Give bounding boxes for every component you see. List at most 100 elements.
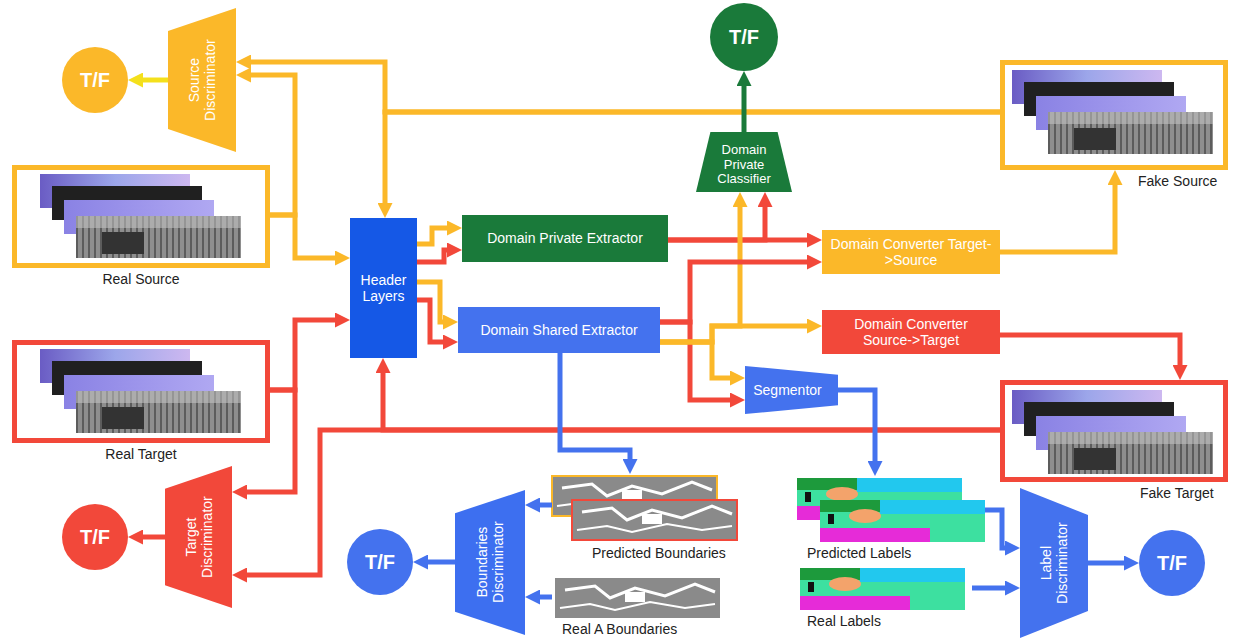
flow-arrow	[421, 560, 455, 565]
block-label: Domain Converter Target->Source	[828, 236, 994, 268]
circle-shape	[62, 504, 128, 570]
predicted-label-image	[820, 500, 985, 542]
discriminator-trapezoid: Boundaries Discriminator	[455, 490, 525, 635]
process-box: Domain Converter Target->Source	[822, 230, 1000, 274]
block-label: Domain Converter Source->Target	[828, 316, 994, 348]
text-holder: T/F	[347, 529, 413, 595]
image-caption: Fake Source	[1138, 173, 1217, 189]
real-source-images	[40, 174, 241, 258]
flow-arrow	[985, 510, 1012, 548]
discriminator-trapezoid: Source Discriminator	[168, 8, 236, 152]
image-caption: Real Source	[12, 271, 270, 287]
trapezoid-shape	[165, 466, 232, 608]
block-label: Domain Private Extractor	[487, 230, 643, 246]
flow-arrow	[838, 390, 875, 468]
text-holder: Source Discriminator	[168, 8, 236, 152]
text-holder: Domain Private Extractor	[462, 215, 668, 262]
output-circle: T/F	[62, 504, 128, 570]
image-group: Predicted Labels	[797, 476, 985, 542]
output-label: T/F	[80, 526, 110, 549]
flow-arrow	[972, 586, 1012, 591]
text-holder: Boundaries Discriminator	[455, 490, 525, 635]
block-label: Label Discriminator	[1038, 513, 1070, 613]
process-box: Domain Private Extractor	[462, 215, 668, 262]
text-holder: T/F	[710, 3, 778, 71]
flow-arrow	[417, 228, 454, 244]
block-label: Domain Shared Extractor	[480, 322, 637, 338]
circle-shape	[62, 47, 128, 113]
trapezoid-shape	[1020, 488, 1088, 638]
text-holder: Domain Shared Extractor	[458, 307, 660, 353]
output-label: T/F	[365, 551, 395, 574]
flow-arrow	[1088, 561, 1131, 566]
block-label: Header Layers	[353, 272, 414, 304]
flow-arrow	[533, 503, 552, 508]
trapezoid-shape	[455, 490, 525, 635]
classifier-trapezoid: Domain Private Classifier	[696, 132, 792, 192]
flow-arrow	[668, 200, 765, 240]
text-holder: Domain Private Classifier	[696, 132, 792, 192]
real-target-images	[40, 349, 241, 433]
output-label: T/F	[80, 69, 110, 92]
image-group: Predicted Boundaries	[552, 474, 737, 542]
image-frame: Fake Target	[1000, 380, 1228, 482]
image-caption: Real Labels	[807, 613, 881, 629]
flow-arrow	[417, 250, 454, 262]
flow-arrow	[270, 320, 342, 390]
flow-arrow	[533, 595, 552, 600]
flow-arrow	[660, 262, 814, 322]
text-holder: T/F	[1139, 530, 1205, 596]
process-box: Domain Converter Source->Target	[822, 310, 1000, 354]
output-circle: T/F	[1139, 530, 1205, 596]
discriminator-trapezoid: Target Discriminator	[165, 466, 232, 608]
output-circle: T/F	[62, 47, 128, 113]
image-frame: Real Source	[12, 165, 270, 268]
text-holder: Domain Converter Target->Source	[822, 230, 1000, 274]
predicted-boundary-image	[572, 500, 737, 540]
output-label: T/F	[1157, 552, 1187, 575]
flow-arrow	[385, 112, 1000, 210]
flow-arrow	[270, 215, 342, 258]
discriminator-trapezoid: Segmentor	[745, 366, 838, 414]
trapezoid-shape	[168, 8, 236, 152]
trapezoid-shape	[745, 366, 838, 414]
flow-arrow	[560, 353, 630, 466]
image-caption: Real A Boundaries	[562, 621, 677, 637]
flow-arrow	[136, 78, 168, 83]
image-group: Real Labels	[797, 566, 972, 610]
block-label: Target Discriminator	[182, 487, 214, 587]
flow-arrow	[742, 79, 747, 132]
flow-arrow	[1000, 178, 1115, 252]
text-holder: Segmentor	[745, 366, 838, 414]
flow-arrow	[417, 300, 450, 342]
text-holder: Target Discriminator	[165, 466, 232, 608]
flow-arrow	[244, 62, 1000, 112]
flow-arrow	[136, 535, 165, 540]
image-outline	[572, 500, 737, 540]
real-label-image	[800, 568, 965, 610]
circle-shape	[347, 529, 413, 595]
flow-arrow	[1000, 335, 1180, 372]
fake-target-images	[1012, 390, 1213, 474]
image-caption: Real Target	[12, 446, 270, 462]
image-caption: Predicted Boundaries	[592, 545, 726, 561]
text-holder: Domain Converter Source->Target	[822, 310, 1000, 354]
fake-source-images	[1012, 70, 1213, 154]
trapezoid-shape	[696, 132, 792, 192]
circle-shape	[710, 3, 778, 71]
text-holder: Label Discriminator	[1020, 488, 1088, 638]
discriminator-trapezoid: Label Discriminator	[1020, 488, 1088, 638]
image-caption: Fake Target	[1140, 485, 1214, 501]
output-label: T/F	[729, 26, 759, 49]
process-box: Header Layers	[350, 218, 417, 358]
flow-arrow	[660, 322, 737, 400]
block-label: Segmentor	[753, 382, 821, 398]
text-holder: T/F	[62, 504, 128, 570]
block-label: Source Discriminator	[186, 30, 218, 130]
real-boundary-image	[555, 578, 720, 618]
text-holder: Header Layers	[350, 218, 417, 358]
image-group: Real A Boundaries	[552, 576, 737, 618]
output-circle: T/F	[710, 3, 778, 71]
output-circle: T/F	[347, 529, 413, 595]
